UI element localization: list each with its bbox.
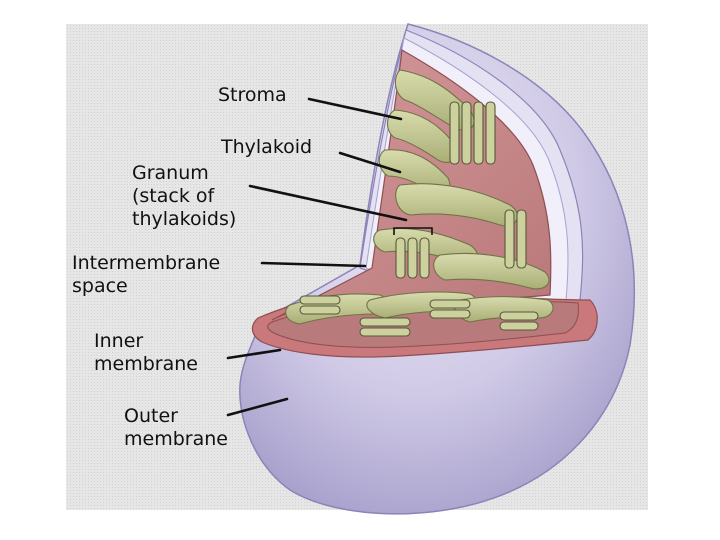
label-thylakoid: Thylakoid (221, 136, 313, 158)
label-inner-membrane-line1: Inner (94, 330, 144, 352)
leader-line-outer-membrane (226, 397, 289, 417)
label-outer-membrane-line2: membrane (124, 428, 228, 450)
leader-line-granum (248, 184, 408, 222)
label-intermembrane-line1: Intermembrane (72, 252, 221, 274)
leader-line-inner-membrane (226, 348, 282, 360)
leader-line-thylakoid (338, 151, 402, 174)
label-outer-membrane-line1: Outer (124, 405, 178, 427)
label-granum-line1: Granum (132, 162, 209, 184)
label-intermembrane-line2: space (72, 275, 128, 297)
leader-line-stroma (307, 97, 403, 121)
grana-stacks (299, 101, 539, 337)
label-granum-line2: (stack of (132, 185, 215, 207)
label-inner-membrane-line2: membrane (94, 353, 198, 375)
label-granum-line3: thylakoids) (132, 208, 237, 230)
leader-line-intermembrane (260, 261, 367, 268)
granum-bracket (393, 227, 433, 235)
leader-lines (226, 97, 408, 417)
label-stroma: Stroma (218, 84, 287, 106)
